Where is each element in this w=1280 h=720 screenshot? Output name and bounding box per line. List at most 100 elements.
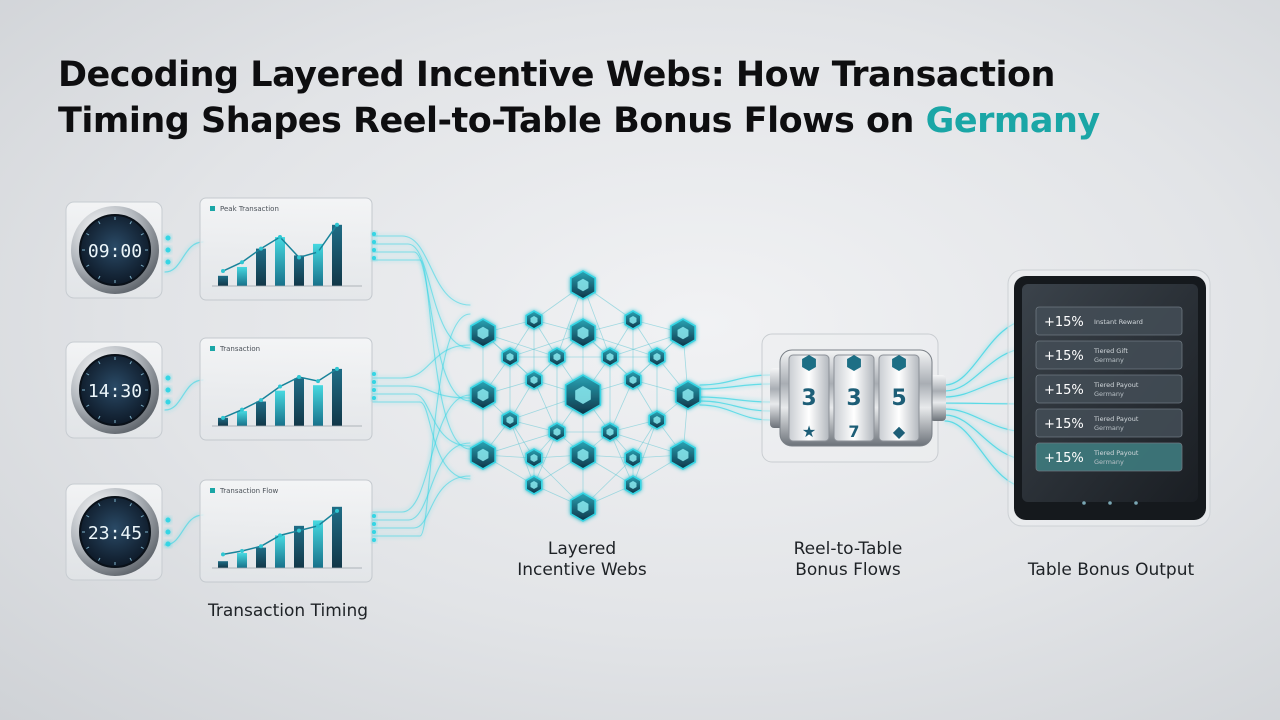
- clock-tick: [86, 515, 90, 518]
- network-edge: [609, 431, 634, 486]
- status-dot: [165, 387, 171, 393]
- network-node-core: [677, 448, 689, 462]
- network-node-core: [506, 352, 514, 362]
- clock-dial: [79, 214, 151, 286]
- network-node-core: [677, 326, 689, 340]
- network-edge: [632, 419, 658, 486]
- mini-chart-point: [259, 246, 263, 251]
- network-edge: [533, 379, 558, 433]
- connector-wire: [371, 401, 471, 480]
- network-edge: [609, 379, 634, 433]
- clock-tick: [98, 361, 101, 365]
- clock-tick: [86, 404, 90, 407]
- bonus-row: [1035, 374, 1183, 404]
- mini-chart-label: Transaction Flow: [219, 487, 279, 495]
- connector-wire: [371, 393, 471, 447]
- network-node-core: [530, 480, 538, 490]
- mini-chart-point: [316, 379, 320, 384]
- clock-tick: [140, 404, 144, 407]
- mini-chart-label: Transaction: [219, 345, 260, 353]
- network-node-core: [606, 427, 614, 437]
- caption-reel-line-2: Bonus Flows: [795, 560, 901, 580]
- clock-tick: [86, 233, 90, 236]
- bonus-value: +15%: [1044, 383, 1084, 398]
- network-node-core: [577, 500, 589, 514]
- mini-chart-point: [297, 528, 301, 533]
- network-node-core: [629, 480, 637, 490]
- network-node-core: [606, 352, 614, 362]
- mini-chart-point: [335, 222, 339, 227]
- clock-time: 09:00: [88, 241, 142, 262]
- mini-chart-bar: [256, 248, 266, 286]
- network-node-core: [629, 453, 637, 463]
- mini-chart-point: [278, 235, 282, 240]
- mini-chart-bar: [294, 255, 304, 286]
- reel-middle-symbol: 3: [846, 386, 861, 411]
- bonus-text: Tiered Gift: [1093, 347, 1128, 355]
- mini-chart-point: [221, 415, 225, 420]
- caption-reel-line-1: Reel-to-Table: [793, 539, 903, 559]
- mini-chart-point: [335, 508, 339, 513]
- mini-chart-bar: [218, 561, 228, 568]
- mini-chart-point: [259, 544, 263, 549]
- bonus-row: [1035, 408, 1183, 438]
- bonus-value: +15%: [1044, 417, 1084, 432]
- network-node-core: [553, 427, 561, 437]
- clock-tick: [140, 546, 144, 549]
- tablet-page-dot: [1082, 501, 1086, 505]
- mini-chart-bar: [294, 378, 304, 426]
- title-line-1: Decoding Layered Incentive Webs: How Tra…: [58, 55, 1055, 95]
- bonus-subtext: Germany: [1094, 356, 1124, 364]
- mini-chart-bar: [256, 401, 266, 426]
- clock-tick: [129, 221, 132, 225]
- status-dot: [165, 259, 171, 265]
- mini-chart-point: [221, 552, 225, 557]
- mini-chart-point: [259, 398, 263, 403]
- mini-chart-point: [316, 523, 320, 528]
- mini-chart-bar: [332, 506, 342, 568]
- bonus-value: +15%: [1044, 315, 1084, 330]
- clock-tick: [129, 415, 132, 419]
- network-node-core: [477, 388, 489, 402]
- mini-chart-point: [240, 407, 244, 412]
- connector-wire: [371, 442, 471, 521]
- bonus-row: [1035, 306, 1183, 336]
- status-dot: [165, 375, 171, 381]
- mini-chart-point: [240, 260, 244, 265]
- reel-bottom-symbol: 7: [848, 422, 859, 441]
- network-node-core: [682, 388, 694, 402]
- network-node-core: [530, 453, 538, 463]
- bonus-row: [1035, 442, 1183, 472]
- mini-chart-point: [240, 549, 244, 553]
- bonus-text: Instant Reward: [1094, 318, 1143, 326]
- panel-out-dot: [372, 248, 376, 252]
- panel-out-dot: [372, 388, 376, 392]
- bonus-text: Tiered Payout: [1093, 415, 1139, 423]
- clock-tick: [129, 275, 132, 279]
- clock-tick: [86, 373, 90, 376]
- panel-out-dot: [372, 256, 376, 260]
- bonus-row: [1035, 340, 1183, 370]
- reel-top-symbol-icon: [802, 355, 816, 371]
- connector-wire: [371, 259, 471, 450]
- network-node-core: [629, 315, 637, 325]
- connector-wire: [371, 243, 471, 349]
- mini-chart-bar: [275, 390, 285, 426]
- network-node-core: [477, 448, 489, 462]
- connector-wire: [371, 235, 471, 306]
- mini-chart-bar: [313, 243, 323, 286]
- status-dot: [165, 235, 171, 241]
- status-dot: [165, 247, 171, 253]
- mini-chart-point: [335, 366, 339, 371]
- mini-chart-bar: [313, 385, 323, 426]
- network-node-core: [575, 386, 591, 404]
- connector-wire: [371, 313, 471, 537]
- incentive-web-network: [470, 270, 701, 522]
- network-node-core: [629, 375, 637, 385]
- mini-chart-point: [278, 533, 282, 538]
- reel-bottom-symbol: ★: [802, 422, 816, 441]
- connector-wire: [371, 394, 471, 513]
- mini-chart-bar: [256, 547, 266, 568]
- connector-wire: [699, 374, 771, 386]
